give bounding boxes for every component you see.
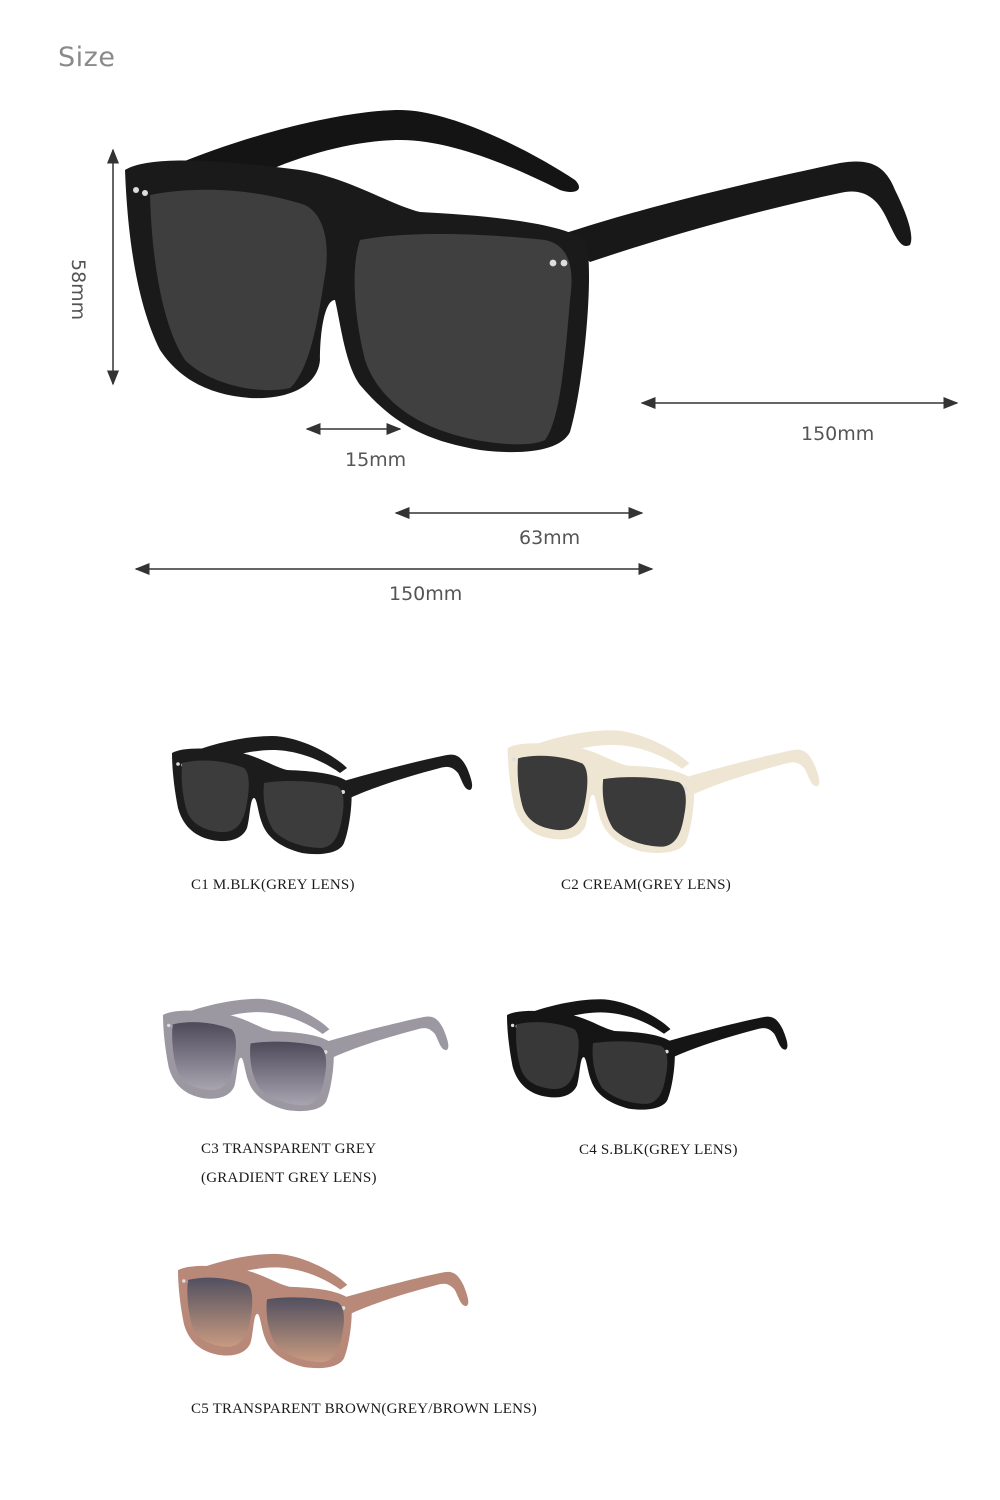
variant-c1-caption: C1 M.BLK(GREY LENS): [191, 877, 355, 893]
lens-height-label: 58mm: [67, 259, 89, 321]
lens-width-label: 63mm: [519, 527, 581, 549]
variant-c5-caption: C5 TRANSPARENT BROWN(GREY/BROWN LENS): [191, 1401, 537, 1417]
variant-c3-caption-line2: (GRADIENT GREY LENS): [201, 1170, 377, 1186]
variant-c4-caption: C4 S.BLK(GREY LENS): [579, 1142, 738, 1158]
variant-c4-image: [507, 999, 788, 1110]
variant-c3-image: [163, 998, 449, 1112]
size-title: Size: [58, 42, 116, 73]
variant-c5-image: [178, 1253, 469, 1369]
variant-c1-image: [172, 736, 473, 855]
frame-width-label: 150mm: [389, 583, 463, 605]
variant-c2-image: [507, 730, 820, 853]
bridge-width-label: 15mm: [345, 449, 407, 471]
sunglasses-main-image: [107, 110, 959, 575]
temple-length-label: 150mm: [801, 423, 875, 445]
variant-c3-caption-line1: C3 TRANSPARENT GREY: [201, 1141, 377, 1157]
variant-c2-caption: C2 CREAM(GREY LENS): [561, 877, 731, 893]
